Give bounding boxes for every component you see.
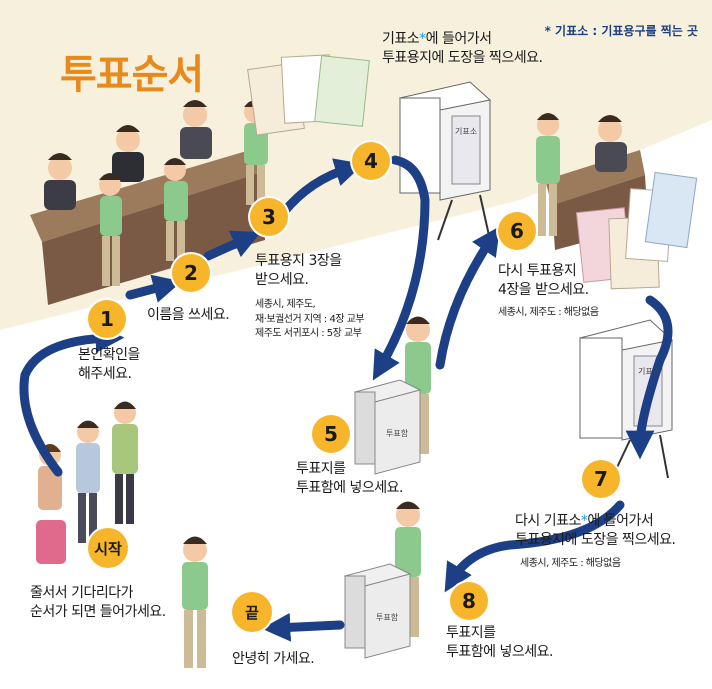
step-1-line-2: 해주세요. xyxy=(78,365,132,382)
arrow-4-to-5 xyxy=(372,155,430,381)
arrow-1-to-2 xyxy=(125,274,182,303)
staff-person-4 xyxy=(595,115,627,172)
step-6-subtext: 세종시, 제주도 : 해당없음 xyxy=(498,306,599,321)
step-5-text: 투표지를 투표함에 넣으세요. xyxy=(296,460,403,498)
step-7-subtext: 세종시, 제주도 : 해당없음 xyxy=(520,557,621,572)
step-1-text: 본인확인을 해주세요. xyxy=(78,346,140,384)
ballot-papers-step6 xyxy=(575,171,698,290)
staff-person-2 xyxy=(112,125,144,182)
step-6-text: 다시 투표용지 4장을 받으세요. xyxy=(498,262,589,300)
step-4-text: 기표소*에 들어가서 투표용지에 도장을 찍으세요. xyxy=(382,30,543,68)
step-4-booth-word: 기표소 xyxy=(382,31,420,47)
step-badge-end: 끝 xyxy=(232,592,272,632)
step-4-rest: 에 들어가서 xyxy=(425,31,492,47)
step-3-sub-2: 재·보궐선거 지역 : 4장 교부 xyxy=(255,313,365,325)
staff-person-3 xyxy=(180,100,212,159)
step-6-sub-1: 세종시, 제주도 : 해당없음 xyxy=(498,307,599,318)
step-1-line-1: 본인확인을 xyxy=(78,347,140,363)
step-badge-start: 시작 xyxy=(88,528,128,568)
step-end-line-1: 안녕히 가세요. xyxy=(232,651,315,667)
step-5-line-1: 투표지를 xyxy=(296,461,346,477)
voting-booth-step7 xyxy=(579,319,674,479)
step-3-subtext: 세종시, 제주도, 재·보궐선거 지역 : 4장 교부 제주도 서귀포시 : 5… xyxy=(255,298,365,342)
arrow-6-to-7 xyxy=(625,295,673,460)
step-8-line-1: 투표지를 xyxy=(446,625,496,641)
step-3-line-1: 투표용지 3장을 xyxy=(255,253,342,269)
step-4-line-2: 투표용지에 도장을 찍으세요. xyxy=(382,49,543,66)
step-badge-1: 1 xyxy=(88,300,126,338)
step-7-text: 다시 기표소*에 들어가서 투표용지에 도장을 찍으세요. xyxy=(515,512,676,550)
step-5-line-2: 투표함에 넣으세요. xyxy=(296,479,403,496)
arrow-5-to-6 xyxy=(435,226,501,370)
arrow-7-to-8 xyxy=(444,500,625,593)
step-2-line-1: 이름을 쓰세요. xyxy=(147,307,230,323)
step-badge-2: 2 xyxy=(172,254,210,292)
voter-end xyxy=(182,536,208,668)
booth-label-7: 기표소 xyxy=(638,367,661,376)
step-7-rest: 에 들어가서 xyxy=(587,513,654,529)
step-badge-3: 3 xyxy=(250,198,288,236)
step-6-line-1: 다시 투표용지 xyxy=(498,263,577,279)
step-4-asterisk: * xyxy=(419,31,426,47)
arrow-3-to-4 xyxy=(279,158,364,217)
ballot-box-step5 xyxy=(353,379,422,475)
step-end-text: 안녕히 가세요. xyxy=(232,650,315,669)
step-4-line-1: 기표소*에 들어가서 xyxy=(382,30,542,49)
step-badge-5: 5 xyxy=(312,415,350,453)
staff-person-1 xyxy=(44,153,76,210)
step-7-line-2: 투표용지에 도장을 찍으세요. xyxy=(515,531,676,548)
step-badge-7: 7 xyxy=(582,460,620,498)
step-7-line-1: 다시 기표소*에 들어가서 xyxy=(515,512,675,531)
voter-step1 xyxy=(99,173,122,286)
step-start-line-2: 순서가 되면 들어가세요. xyxy=(30,603,166,620)
ballot-box-label-5: 투표함 xyxy=(386,429,409,438)
step-badge-6: 6 xyxy=(498,212,536,250)
ballot-box-label-8: 투표함 xyxy=(376,613,399,622)
step-7-sub-1: 세종시, 제주도 : 해당없음 xyxy=(520,558,621,569)
arrow-2-to-3 xyxy=(203,230,262,261)
reception-desk xyxy=(30,150,265,305)
arrow-start-to-1 xyxy=(19,324,125,477)
step-badge-8: 8 xyxy=(450,582,488,620)
step-start-line-1: 줄서서 기다리다가 xyxy=(30,585,133,601)
flow-arrows xyxy=(19,155,673,642)
step-6-line-2: 4장을 받으세요. xyxy=(498,281,589,298)
voter-step6 xyxy=(536,113,560,236)
step-badge-4: 4 xyxy=(352,142,390,180)
step-2-text: 이름을 쓰세요. xyxy=(147,306,230,325)
step-3-text: 투표용지 3장을 받으세요. xyxy=(255,252,342,290)
booth-footnote: * 기표소 : 기표용구를 찍는 곳 xyxy=(544,24,698,38)
arrow-8-to-end xyxy=(261,612,345,642)
step-7-booth-word: 다시 기표소 xyxy=(515,513,581,529)
step-8-line-2: 투표함에 넣으세요. xyxy=(446,643,553,660)
booth-label-4: 기표소 xyxy=(455,127,478,136)
step-3-line-2: 받으세요. xyxy=(255,271,309,288)
ballot-papers-step3 xyxy=(247,54,370,136)
queue-people xyxy=(36,401,138,564)
step-3-sub-1: 세종시, 제주도, xyxy=(255,299,316,310)
step-8-text: 투표지를 투표함에 넣으세요. xyxy=(446,624,553,662)
ballot-box-step8 xyxy=(343,563,412,659)
page-title: 투표순서 xyxy=(60,52,204,98)
voter-step2 xyxy=(164,158,188,261)
step-3-sub-3: 제주도 서귀포시 : 5장 교부 xyxy=(255,328,362,339)
step-start-text: 줄서서 기다리다가 순서가 되면 들어가세요. xyxy=(30,584,166,622)
step-7-asterisk: * xyxy=(580,513,588,529)
